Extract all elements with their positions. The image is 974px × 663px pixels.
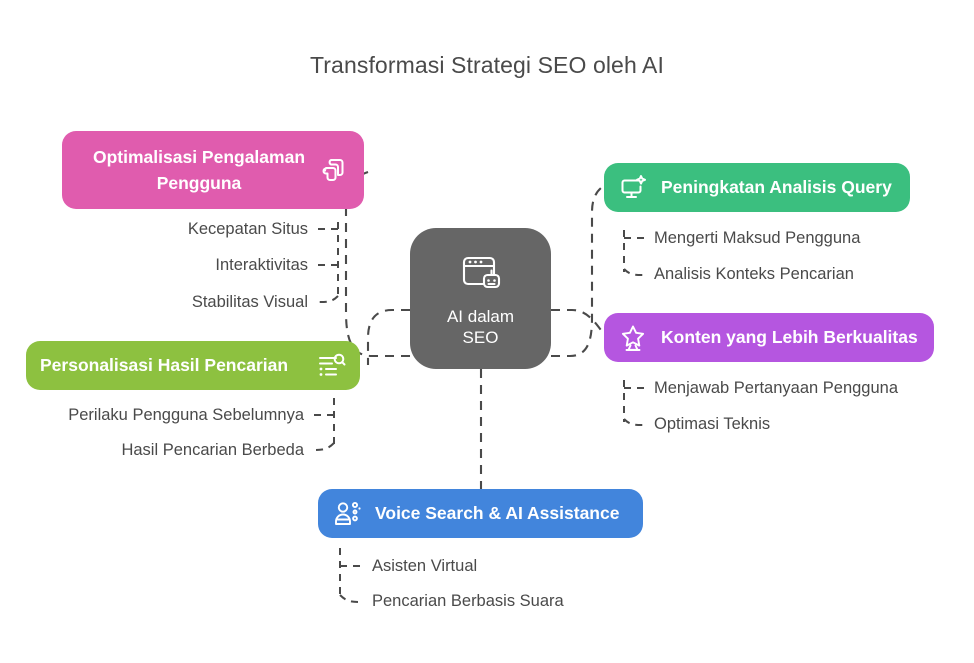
leaf-konten-1: Menjawab Pertanyaan Pengguna: [654, 379, 899, 397]
link-ux-leaf-3: [317, 295, 339, 303]
branch-personalisasi[interactable]: Personalisasi Hasil Pencarian: [26, 341, 360, 390]
central-node-label: AI dalam SEO: [447, 306, 514, 348]
central-label-line1: AI dalam: [446, 306, 515, 326]
branch-query[interactable]: Peningkatan Analisis Query: [604, 163, 910, 212]
page-title: Transformasi Strategi SEO oleh AI: [310, 52, 664, 78]
leaf-personalisasi-1: Perilaku Pengguna Sebelumnya: [68, 406, 304, 424]
central-label-line2: SEO: [462, 327, 499, 347]
leaf-ux-1: Kecepatan Situs: [187, 220, 308, 238]
leaf-ux-2: Interaktivitas: [215, 256, 308, 274]
link-query-leaf-2: [623, 268, 645, 276]
branch-voice-label: Voice Search & AI Assistance: [375, 503, 620, 523]
browser-robot-icon: [462, 256, 500, 288]
leaf-voice-2: Pencarian Berbasis Suara: [372, 592, 564, 610]
link-voice-leaf-2: [339, 594, 361, 603]
central-node[interactable]: AI dalam SEO: [410, 228, 551, 369]
leaf-query-2: Analisis Konteks Pencarian: [654, 265, 854, 283]
leaf-voice-1: Asisten Virtual: [372, 557, 478, 575]
leaf-personalisasi-2: Hasil Pencarian Berbeda: [121, 441, 304, 459]
list-search-icon: [319, 353, 346, 376]
leaf-konten-2: Optimasi Teknis: [654, 415, 771, 433]
branch-konten[interactable]: Konten yang Lebih Berkualitas: [604, 313, 934, 362]
link-personalisasi-leaf-2: [313, 442, 335, 451]
leaf-ux-3: Stabilitas Visual: [191, 293, 308, 311]
robot-assistant-icon: [335, 501, 361, 525]
leaf-query-1: Mengerti Maksud Pengguna: [654, 229, 861, 247]
branch-konten-label: Konten yang Lebih Berkualitas: [661, 327, 918, 347]
link-central-to-konten: [551, 308, 605, 335]
monitor-sparkle-icon: [621, 174, 646, 198]
branch-voice[interactable]: Voice Search & AI Assistance: [318, 489, 643, 538]
link-central-to-personalisasi: [366, 308, 410, 365]
star-trophy-icon: [621, 325, 645, 351]
branch-ux-label: Optimalisasi Pengalaman Pengguna: [92, 147, 306, 193]
link-konten-leaf-2: [623, 418, 645, 426]
branch-personalisasi-label: Personalisasi Hasil Pencarian: [40, 355, 289, 375]
cursor-tap-icon: [322, 159, 344, 181]
link-central-to-query: [551, 181, 613, 358]
branch-ux[interactable]: Optimalisasi Pengalaman Pengguna: [62, 131, 364, 209]
branch-query-label: Peningkatan Analisis Query: [661, 177, 892, 197]
